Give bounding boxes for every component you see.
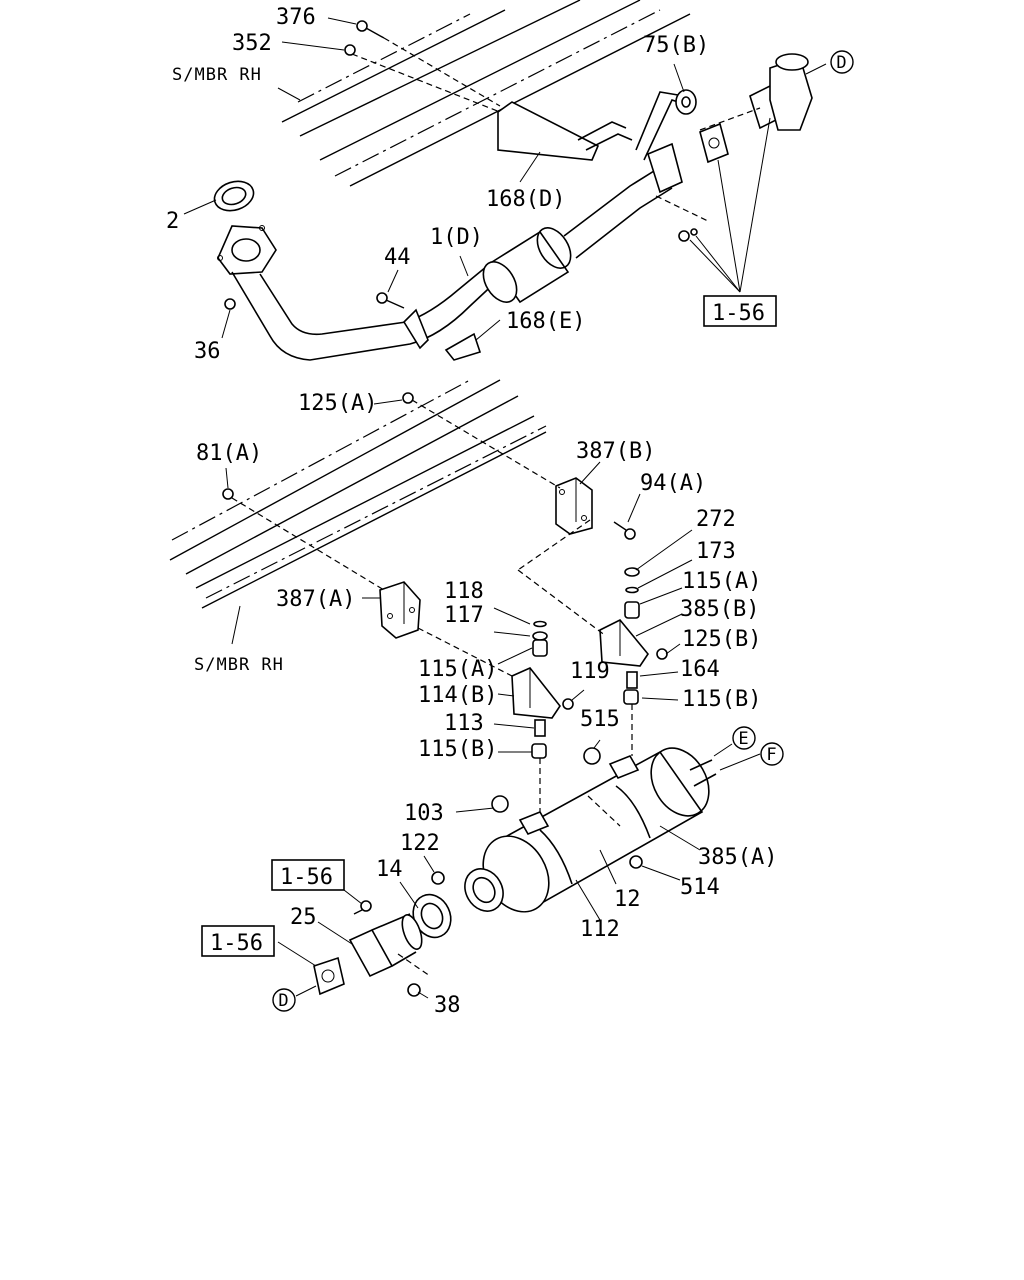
hanger-bracket-387a	[379, 581, 421, 639]
label-smbr-rh-upper: S/MBR RH	[172, 65, 262, 85]
bracket-385b	[599, 618, 649, 667]
label-125b: 125(B)	[682, 627, 761, 652]
label-12: 12	[614, 887, 641, 912]
label-81a: 81(A)	[196, 441, 262, 466]
gasket-d	[313, 956, 345, 996]
label-387a: 387(A)	[276, 587, 355, 612]
label-119: 119	[570, 659, 610, 684]
label-114b: 114(B)	[418, 683, 497, 708]
reference-label: 1-56	[210, 931, 263, 956]
leaders-lower	[225, 399, 761, 999]
label-115a-left: 115(A)	[418, 657, 497, 682]
label-118: 118	[444, 579, 484, 604]
marker-e: E	[732, 726, 756, 750]
muffler-assembly	[464, 747, 717, 913]
label-122: 122	[400, 831, 440, 856]
label-2: 2	[166, 209, 179, 234]
fasteners-lower	[222, 392, 636, 997]
label-36: 36	[194, 339, 221, 364]
label-38: 38	[434, 993, 461, 1018]
label-385a: 385(A)	[698, 845, 777, 870]
label-25: 25	[290, 905, 317, 930]
bracket-114b	[511, 667, 561, 719]
label-44: 44	[384, 245, 411, 270]
label-103: 103	[404, 801, 444, 826]
mount-stack-right	[623, 567, 668, 705]
reference-box-1-56-bottom: 1-56	[201, 925, 275, 957]
label-75b: 75(B)	[643, 33, 709, 58]
label-272: 272	[696, 507, 736, 532]
label-115b-left: 115(B)	[418, 737, 497, 762]
marker-f: F	[760, 742, 784, 766]
gasket-2	[213, 180, 255, 212]
label-514: 514	[680, 875, 720, 900]
label-515: 515	[580, 707, 620, 732]
label-164: 164	[680, 657, 720, 682]
marker-letter: D	[836, 53, 847, 73]
leaders-upper	[183, 17, 827, 341]
label-352: 352	[232, 31, 272, 56]
reference-box-1-56-top: 1-56	[703, 295, 777, 327]
reference-label: 1-56	[280, 865, 333, 890]
label-385b: 385(B)	[680, 597, 759, 622]
upper-frame-rail	[281, 0, 691, 187]
reference-label: 1-56	[712, 301, 765, 326]
marker-letter: E	[738, 729, 749, 749]
mount-stack-left	[531, 620, 574, 759]
label-smbr-rh-lower: S/MBR RH	[194, 655, 284, 675]
label-115a-right: 115(A)	[682, 569, 761, 594]
label-113: 113	[444, 711, 484, 736]
hanger-bracket-387b	[555, 477, 593, 535]
label-115b-right: 115(B)	[682, 687, 761, 712]
marker-letter: F	[766, 745, 777, 765]
reference-box-1-56-mid: 1-56	[271, 859, 345, 891]
label-168d: 168(D)	[486, 187, 565, 212]
label-117: 117	[444, 603, 484, 628]
label-125a: 125(A)	[298, 391, 377, 416]
exhaust-front-pipe	[217, 89, 697, 361]
marker-letter: D	[278, 991, 289, 1011]
label-173: 173	[696, 539, 736, 564]
label-168e: 168(E)	[506, 309, 585, 334]
lower-frame-rail	[169, 379, 547, 609]
label-94a: 94(A)	[640, 471, 706, 496]
label-112: 112	[580, 917, 620, 942]
marker-d-top: D	[830, 50, 854, 74]
rear-flange-d	[699, 53, 813, 164]
tail-pipe-flange-25	[348, 913, 423, 978]
label-387b: 387(B)	[576, 439, 655, 464]
part-labels: 376 352 S/MBR RH 75(B) 168(D) 2 1(D) 44 …	[166, 5, 777, 1018]
flange-gasket-14	[412, 893, 452, 939]
label-14: 14	[376, 857, 403, 882]
label-1d: 1(D)	[430, 225, 483, 250]
marker-d-bottom: D	[272, 988, 296, 1012]
fasteners-upper	[224, 20, 698, 310]
hanger-bracket-168d	[497, 101, 633, 161]
label-376: 376	[276, 5, 316, 30]
